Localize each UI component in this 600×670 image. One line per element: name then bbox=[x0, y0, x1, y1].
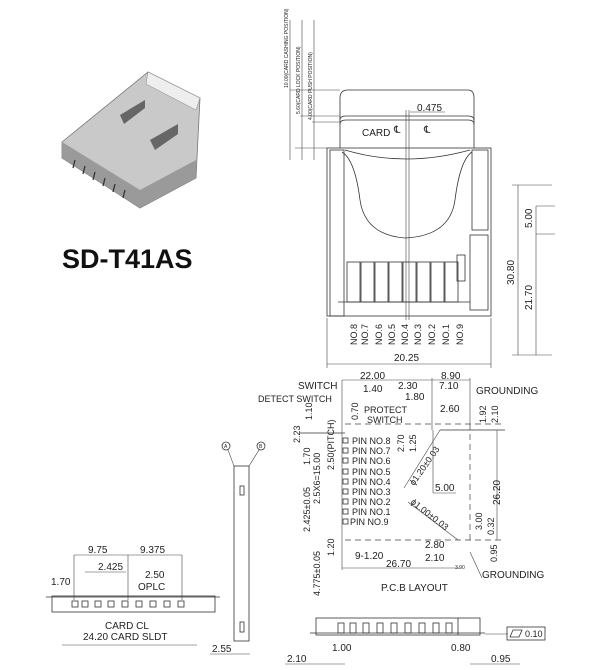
dim-26-70: 26.70 bbox=[386, 559, 411, 570]
pin-label: NO.5 bbox=[387, 324, 397, 345]
dim-9-1-20: 9-1.20 bbox=[355, 551, 384, 562]
dim-9-375: 9.375 bbox=[140, 545, 165, 556]
pcb-pin-label: PIN NO.1 bbox=[352, 507, 391, 517]
dim-5-00-pcb: 5.00 bbox=[435, 483, 455, 494]
dim-8-90: 8.90 bbox=[441, 371, 461, 382]
position-label-lock: 5.60(CARD LOCK POSITION) bbox=[296, 46, 302, 114]
dim-2-425-side: 2.425 bbox=[98, 562, 123, 573]
centerline-symbol-2: ℄ bbox=[423, 125, 431, 136]
pcb-layout: 22.00 8.90 SWITCH 1.40 2.30 7.10 GROUNDI… bbox=[258, 371, 544, 596]
dim-4-775: 4.775±0.05 bbox=[312, 551, 322, 596]
dim-2-23: 2.23 bbox=[292, 425, 302, 443]
dim-9-75: 9.75 bbox=[88, 545, 108, 556]
width-dim: 20.25 bbox=[394, 353, 419, 364]
dim-2-10: 2.10 bbox=[490, 405, 500, 423]
card-slot-dim: 24.20 CARD SLDT bbox=[83, 632, 167, 643]
dim-1-00: 1.00 bbox=[332, 643, 352, 654]
dim-1-70: 1.70 bbox=[302, 447, 312, 465]
pcb-pin-label: PIN NO.8 bbox=[352, 436, 391, 446]
dim-0-70: 0.70 bbox=[350, 402, 360, 420]
card-label: CARD bbox=[362, 128, 390, 139]
dim-0-95: 0.95 bbox=[489, 544, 499, 562]
grounding-top-label: GROUNDING bbox=[476, 386, 538, 397]
dim-3-90: 3.90 bbox=[455, 565, 465, 571]
marker-b: B bbox=[259, 444, 263, 450]
dim-22-00: 22.00 bbox=[360, 371, 385, 382]
dim-1-10: 1.10 bbox=[304, 402, 314, 420]
pin-label: NO.7 bbox=[360, 324, 370, 345]
height-dim: 30.80 bbox=[506, 260, 517, 285]
side-contacts bbox=[71, 600, 185, 608]
dim-1-92: 1.92 bbox=[478, 405, 488, 423]
dim-5-00: 5.00 bbox=[524, 208, 535, 228]
switch-label: SWITCH bbox=[298, 381, 337, 392]
pcb-layout-caption: P.C.B LAYOUT bbox=[381, 583, 448, 594]
pin-label: NO.6 bbox=[374, 324, 384, 345]
marker-a: A bbox=[224, 444, 228, 450]
pcb-pin-label: PIN NO.2 bbox=[352, 497, 391, 507]
product-photo: SD-T41AS bbox=[61, 71, 201, 274]
pin-label: NO.1 bbox=[441, 324, 451, 345]
dim-2-30: 2.30 bbox=[398, 381, 418, 392]
centerline-symbol-1: ℄ bbox=[393, 125, 401, 136]
front-contacts bbox=[337, 622, 453, 634]
pcb-pin-label: PIN NO.3 bbox=[352, 487, 391, 497]
dim-2-10-front: 2.10 bbox=[287, 654, 307, 665]
pin-label: NO.4 bbox=[400, 324, 410, 345]
front-view: 0.10 1.00 2.10 0.80 0.95 bbox=[285, 617, 546, 665]
edge-view: A B 2.55 bbox=[210, 441, 266, 655]
top-pin-labels: NO.8 NO.7 NO.6 NO.5 NO.4 NO.3 NO.2 NO.1 … bbox=[349, 324, 465, 345]
dim-hole-1-00: ϕ1.00±0.03 bbox=[409, 497, 451, 533]
position-label-push: 4.00(CARD PUSH POSITION) bbox=[308, 52, 314, 120]
pcb-pin-label: PIN NO.7 bbox=[352, 446, 391, 456]
grounding-bottom-label: GROUNDING bbox=[482, 570, 544, 581]
pcb-pin-label: PIN NO.6 bbox=[352, 456, 391, 466]
pcb-pin-labels: PIN NO.8 PIN NO.7 PIN NO.6 PIN NO.5 PIN … bbox=[342, 436, 391, 527]
dim-1-25: 1.25 bbox=[408, 434, 418, 452]
pcb-pin-label: PIN NO.5 bbox=[352, 467, 391, 477]
dim-2-50: 2.50 bbox=[145, 570, 165, 581]
card-cl-label: CARD CL bbox=[105, 621, 149, 632]
dim-0-80: 0.80 bbox=[451, 643, 471, 654]
pin-label: NO.9 bbox=[455, 324, 465, 345]
dim-0-95-front: 0.95 bbox=[491, 654, 511, 665]
dim-2-10-bottom: 2.10 bbox=[425, 553, 445, 564]
top-view: 10.00(CARD CASHING POSITION) 5.60(CARD L… bbox=[284, 8, 555, 368]
dim-1-20: 1.20 bbox=[326, 538, 336, 556]
offset-dim: 0.475 bbox=[417, 103, 442, 114]
pcb-pin-label: PIN NO.9 bbox=[350, 517, 389, 527]
pcb-pin-label: PIN NO.4 bbox=[352, 477, 391, 487]
pin-label: NO.2 bbox=[427, 324, 437, 345]
dim-21-70: 21.70 bbox=[524, 285, 535, 310]
dim-2-55: 2.55 bbox=[212, 644, 232, 655]
dim-26-20: 26.20 bbox=[492, 480, 503, 505]
dim-1-40: 1.40 bbox=[363, 384, 383, 395]
position-label-cashing: 10.00(CARD CASHING POSITION) bbox=[284, 8, 290, 88]
pitch-dim: 2.50(PITCH) bbox=[326, 419, 336, 470]
pin-label: NO.8 bbox=[349, 324, 359, 345]
pin-label: NO.3 bbox=[413, 324, 423, 345]
dim-2-425: 2.425±0.05 bbox=[302, 487, 312, 532]
dim-0-32: 0.32 bbox=[486, 517, 496, 535]
product-title: SD-T41AS bbox=[62, 244, 193, 274]
dim-1-70-side: 1.70 bbox=[51, 577, 71, 588]
dim-15-00: 2.5X6=15.00 bbox=[312, 453, 322, 504]
flatness-tolerance: 0.10 bbox=[525, 629, 543, 639]
detect-switch-label: DETECT SWITCH bbox=[258, 394, 332, 404]
dim-2-80: 2.80 bbox=[425, 540, 445, 551]
oplc-label: OPLC bbox=[138, 582, 165, 593]
dim-2-60: 2.60 bbox=[440, 404, 460, 415]
protect-switch-label-1: PROTECT bbox=[364, 405, 408, 415]
side-view: 9.75 9.375 2.425 2.50 OPLC 1.70 CARD CL … bbox=[46, 545, 220, 646]
dim-3-00: 3.00 bbox=[474, 512, 484, 530]
dim-2-70: 2.70 bbox=[396, 434, 406, 452]
contact-pads bbox=[346, 254, 466, 303]
dim-1-80: 1.80 bbox=[405, 392, 425, 403]
protect-switch-label-2: SWITCH bbox=[367, 415, 403, 425]
dim-7-10: 7.10 bbox=[439, 381, 459, 392]
